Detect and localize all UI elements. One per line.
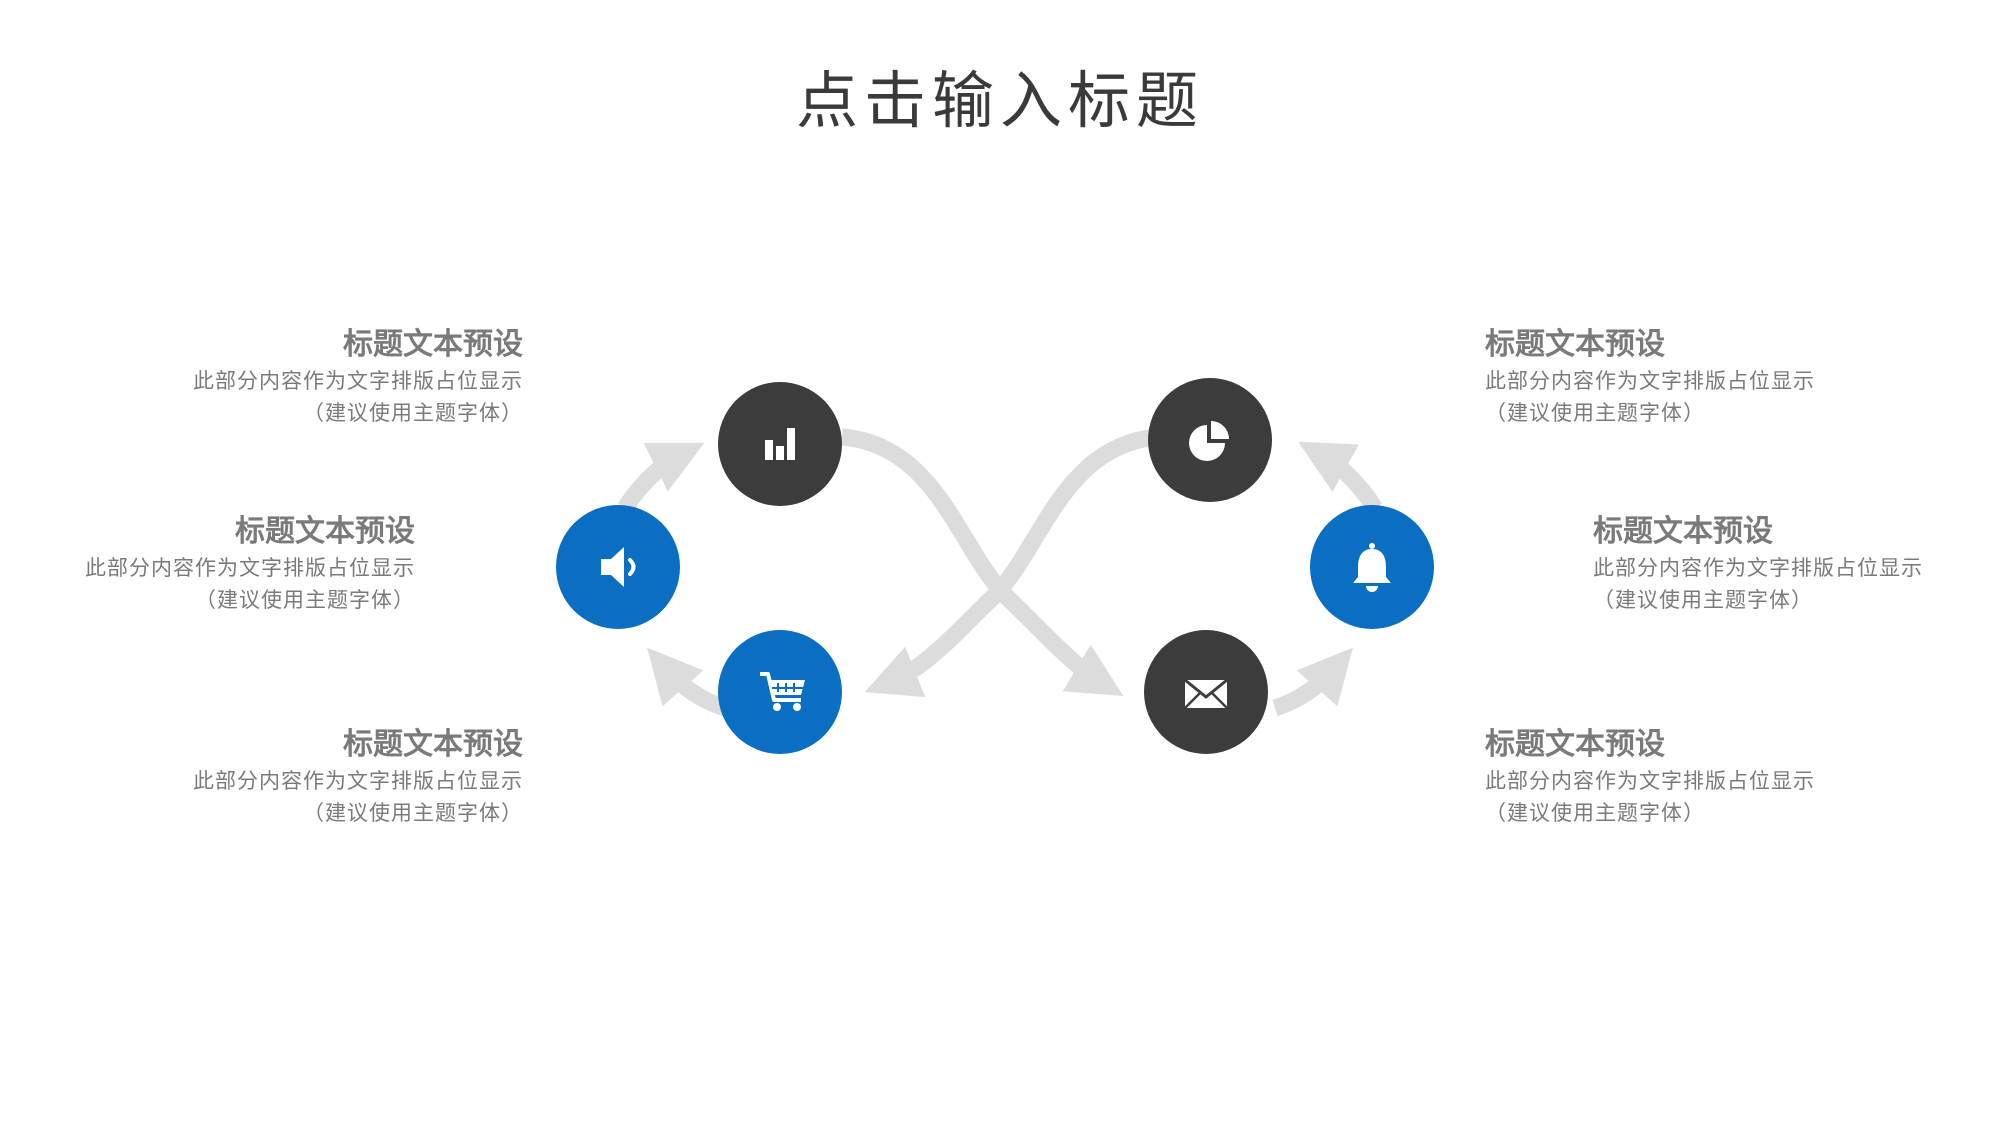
text-block-left-mid: 标题文本预设 此部分内容作为文字排版占位显示 （建议使用主题字体） [0,512,415,616]
block-body-line2: （建议使用主题字体） [1593,588,1813,612]
arrow-bell-to-pie [1298,441,1383,513]
block-heading: 标题文本预设 [343,327,523,362]
node-chart[interactable] [718,382,842,506]
text-block-right-top: 标题文本预设 此部分内容作为文字排版占位显示 （建议使用主题字体） [1485,325,1925,429]
block-body-line2: （建议使用主题字体） [1485,401,1705,425]
node-sound[interactable] [556,505,680,629]
arrow-sound-to-chart [617,442,705,513]
text-block-left-bot: 标题文本预设 此部分内容作为文字排版占位显示 （建议使用主题字体） [83,725,523,829]
block-body-line2: （建议使用主题字体） [195,588,415,612]
block-body: 此部分内容作为文字排版占位显示 （建议使用主题字体） [1593,552,2000,616]
text-block-right-bot: 标题文本预设 此部分内容作为文字排版占位显示 （建议使用主题字体） [1485,725,1925,829]
node-pie[interactable] [1148,378,1272,502]
block-body-line2: （建议使用主题字体） [303,401,523,425]
block-body: 此部分内容作为文字排版占位显示 （建议使用主题字体） [1485,365,1925,429]
page-title: 点击输入标题 [795,64,1204,137]
node-mail[interactable] [1144,630,1268,754]
node-cart[interactable] [718,630,842,754]
block-body-line1: 此部分内容作为文字排版占位显示 [193,369,523,393]
block-body-line1: 此部分内容作为文字排版占位显示 [85,556,415,580]
arrow-cart-to-sound [646,647,728,717]
arrow-chart-to-mail [841,428,1124,697]
node-bell[interactable] [1310,505,1434,629]
block-body-line2: （建议使用主题字体） [303,801,523,825]
block-heading: 标题文本预设 [1485,327,1665,362]
block-heading: 标题文本预设 [235,514,415,549]
block-heading: 标题文本预设 [1485,727,1665,762]
block-heading: 标题文本预设 [343,727,523,762]
block-body-line1: 此部分内容作为文字排版占位显示 [1485,769,1815,793]
block-heading: 标题文本预设 [1593,514,1773,549]
block-body-line1: 此部分内容作为文字排版占位显示 [193,769,523,793]
connector-arrows [617,428,1383,717]
block-body-line1: 此部分内容作为文字排版占位显示 [1485,369,1815,393]
block-body-line1: 此部分内容作为文字排版占位显示 [1593,556,1923,580]
text-block-right-mid: 标题文本预设 此部分内容作为文字排版占位显示 （建议使用主题字体） [1593,512,2000,616]
block-body: 此部分内容作为文字排版占位显示 （建议使用主题字体） [83,765,523,829]
block-body: 此部分内容作为文字排版占位显示 （建议使用主题字体） [0,552,415,616]
block-body: 此部分内容作为文字排版占位显示 （建议使用主题字体） [83,365,523,429]
block-body: 此部分内容作为文字排版占位显示 （建议使用主题字体） [1485,765,1925,829]
arrow-mail-to-bell [1272,647,1354,717]
text-block-left-top: 标题文本预设 此部分内容作为文字排版占位显示 （建议使用主题字体） [83,325,523,429]
block-body-line2: （建议使用主题字体） [1485,801,1705,825]
arrow-pie-to-cart [864,428,1159,698]
